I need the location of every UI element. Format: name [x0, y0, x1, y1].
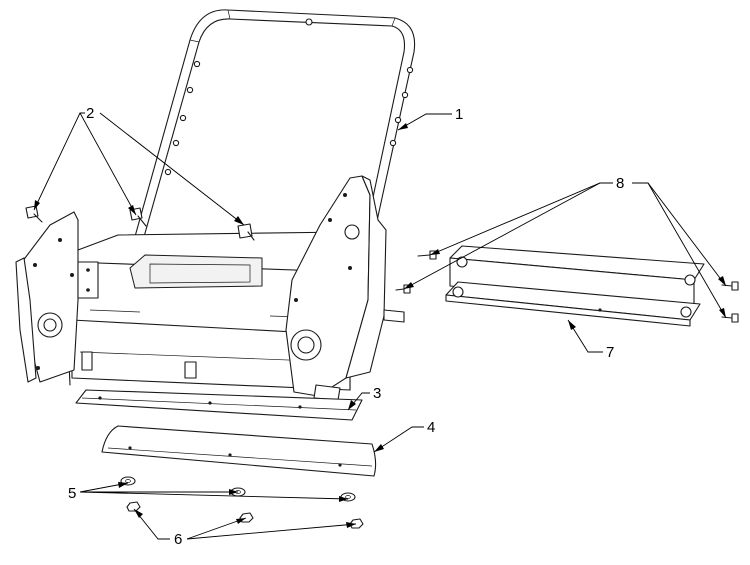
callout-2: 2 [86, 105, 94, 122]
part-washers [120, 476, 356, 502]
callout-5: 5 [68, 485, 76, 502]
part-housing [67, 231, 353, 391]
part-rear-bracket [445, 245, 705, 327]
part-wing-bolts [25, 205, 255, 241]
callout-6: 6 [174, 531, 182, 548]
wing-bolt-left [25, 205, 43, 223]
wing-bolt-right [237, 223, 255, 241]
part-right-side-plate [285, 175, 405, 401]
callout-labels: 1 2 3 4 5 6 7 8 [68, 105, 624, 548]
callout-4: 4 [427, 419, 435, 436]
part-curved-scraper [101, 425, 377, 477]
callout-7: 7 [606, 344, 614, 361]
callout-8: 8 [616, 175, 624, 192]
part-left-side-plate [15, 211, 99, 383]
part-flat-strip [75, 389, 363, 421]
handle-bolts [164, 18, 414, 176]
part-nuts [126, 501, 364, 529]
part-handle-frame [128, 9, 416, 259]
leader-lines [33, 112, 727, 540]
part-screws [395, 250, 739, 323]
callout-1: 1 [455, 106, 463, 123]
callout-3: 3 [373, 385, 381, 402]
